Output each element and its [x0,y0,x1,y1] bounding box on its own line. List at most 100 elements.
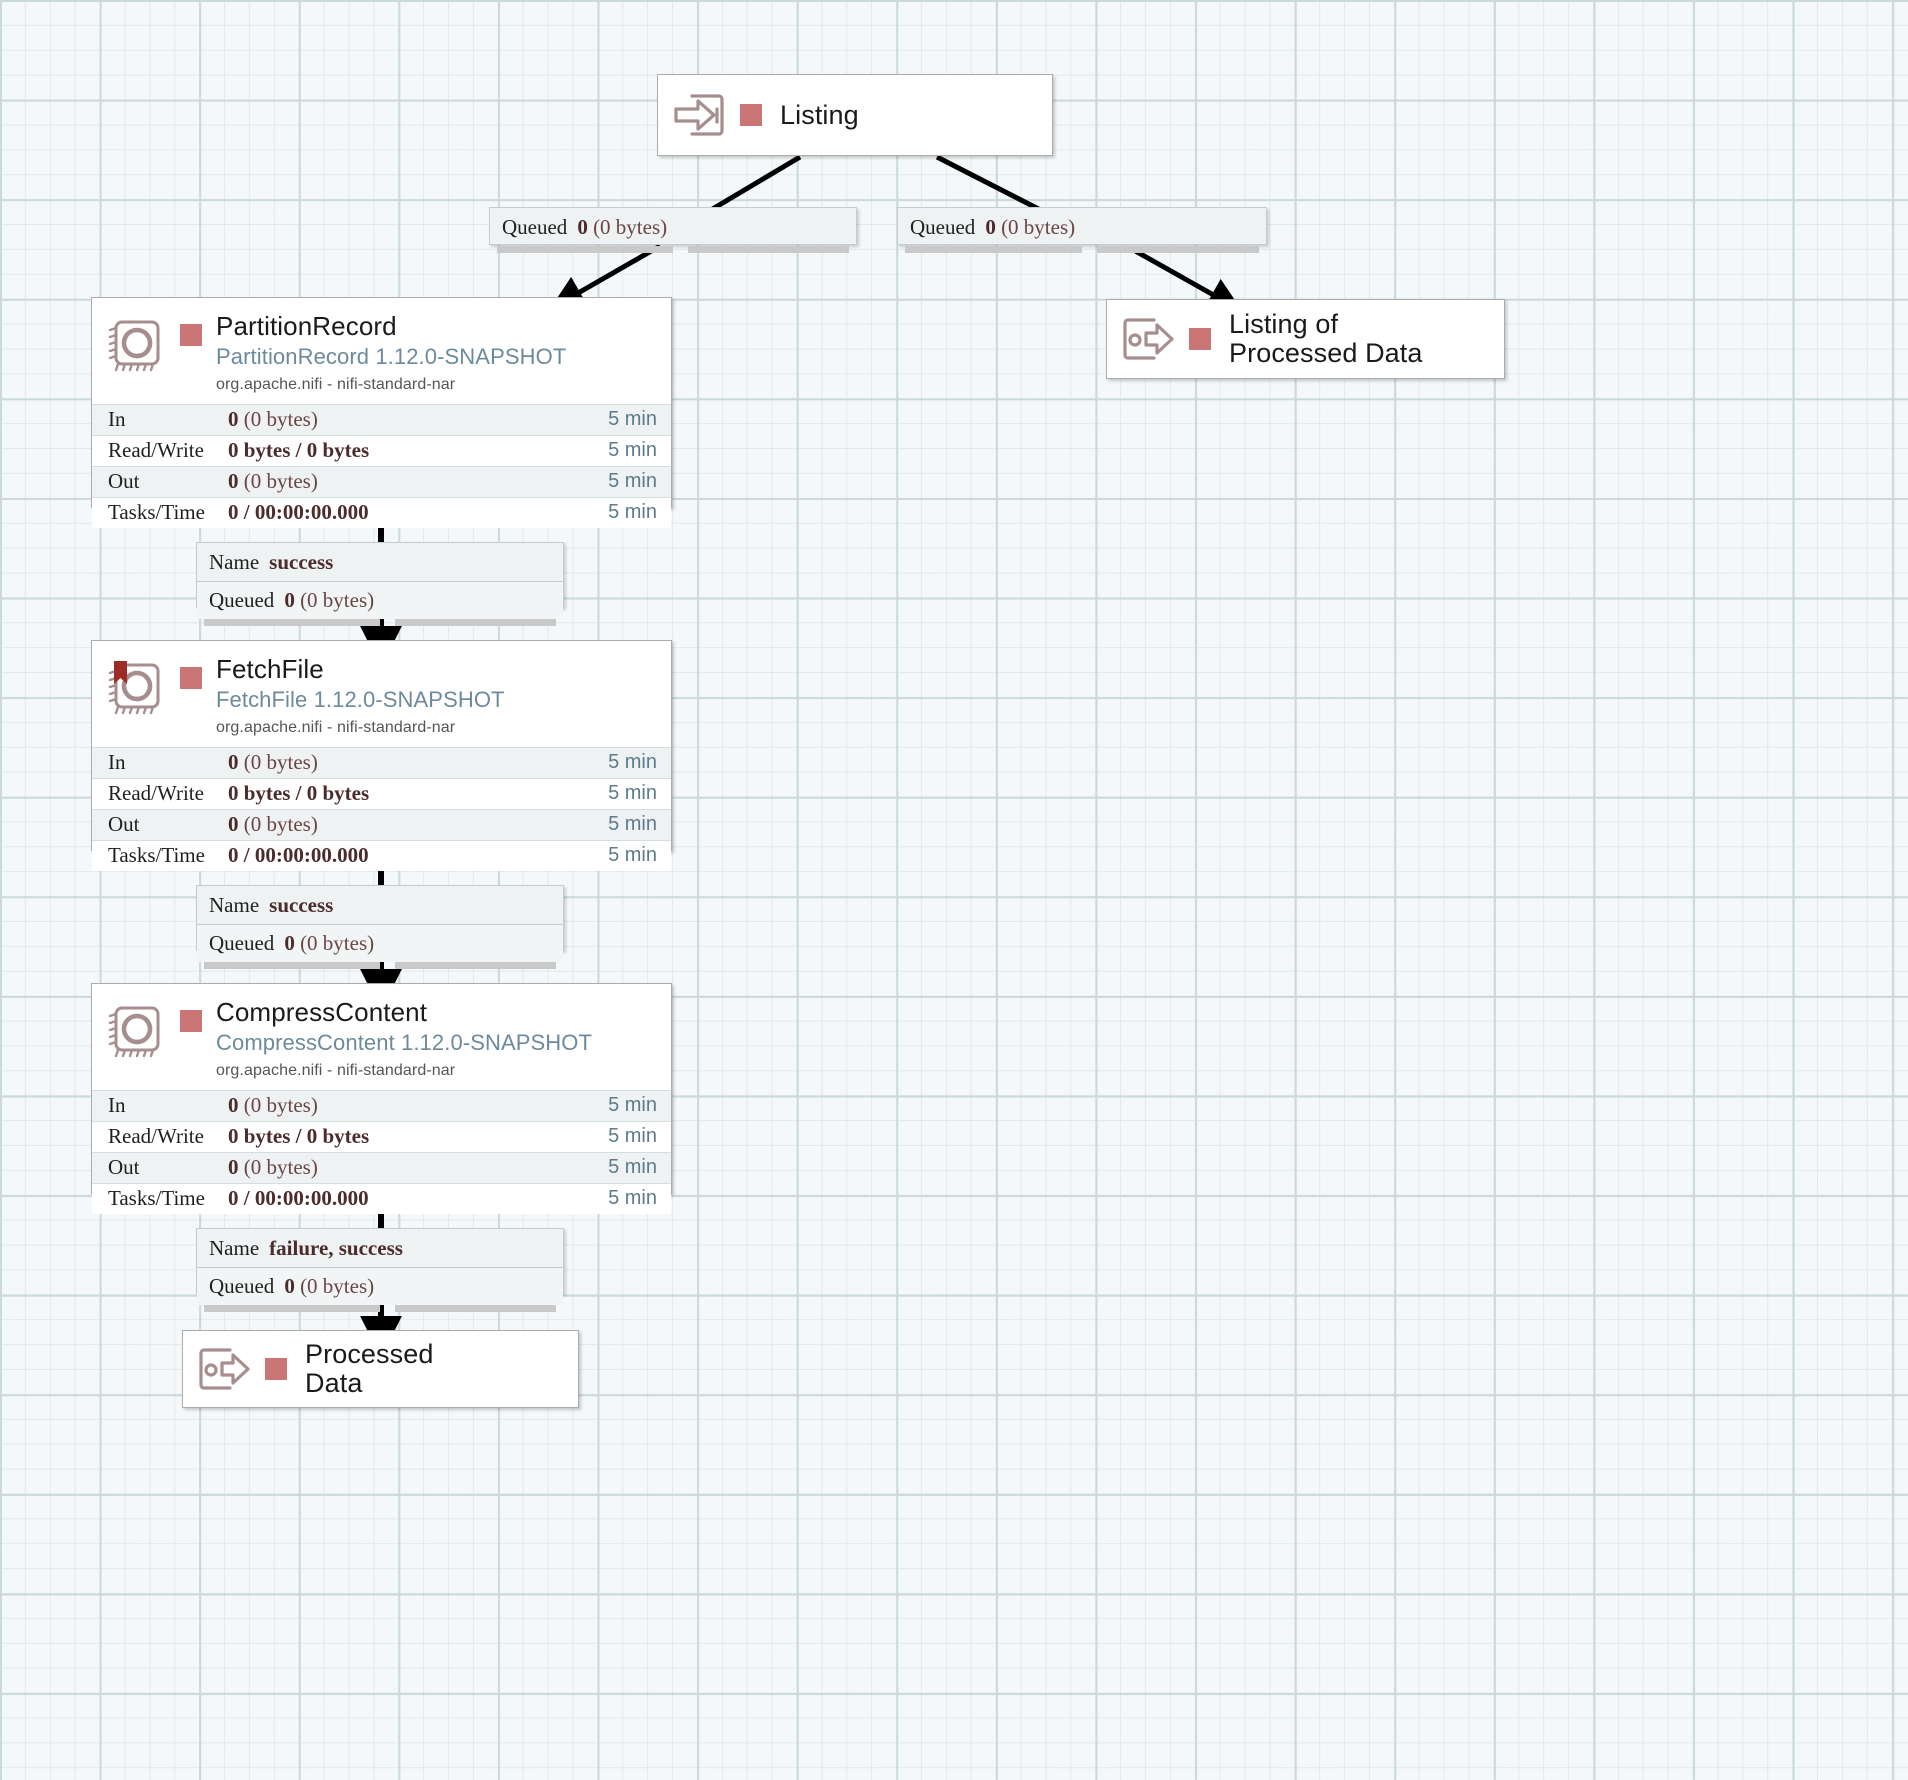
connection-queue-gauges [490,246,856,257]
processor-restricted-icon [108,659,166,717]
stat-value-detail: (0 bytes) [243,407,318,432]
connection-name-value: success [269,893,333,918]
stat-label: In [108,750,126,775]
stat-value-main: 0 bytes / 0 bytes [228,438,370,463]
stat-value-detail: (0 bytes) [243,812,318,837]
stat-value: 0 bytes / 0 bytes [228,438,608,463]
connection-size-gauge [394,1305,556,1312]
stat-value: 0 (0 bytes) [228,469,608,494]
run-status-indicator [1189,328,1211,350]
connection-queued-key: Queued [209,588,275,612]
processor-bundle: org.apache.nifi - nifi-standard-nar [216,375,456,393]
stat-value-main: 0 / 00:00:00.000 [228,500,369,525]
output-port-processed-data[interactable]: Processed Data [182,1330,579,1408]
stat-value-detail: (0 bytes) [243,1093,318,1118]
run-status-indicator [180,324,202,346]
connection-name-key: Name [209,1235,260,1260]
connection-size-gauge [687,246,849,253]
connection-name-key: Name [209,892,260,917]
run-status-indicator [180,667,202,689]
run-status-indicator [740,104,762,126]
connection-queued-key: Queued [209,931,275,955]
stat-value: 0 bytes / 0 bytes [228,1124,608,1149]
connection-relationship-names: success [269,892,334,917]
connection-queue-gauges [197,1305,563,1316]
output-port-icon [197,1343,251,1395]
connection-count-gauge [905,246,1082,253]
stat-value: 0 / 00:00:00.000 [228,500,608,525]
stat-value-detail: (0 bytes) [243,1155,318,1180]
connection-queued-value: 0 (0 bytes) [284,931,374,956]
stat-time-window: 5 min [608,1094,657,1117]
connection-queue-gauges [898,246,1266,257]
stat-value-detail: (0 bytes) [243,750,318,775]
stat-value: 0 / 00:00:00.000 [228,843,608,868]
connection-queued-size: (0 bytes) [1001,214,1076,239]
processor-icon [108,316,166,374]
stat-value-main: 0 bytes / 0 bytes [228,1124,370,1149]
processor-name: PartitionRecord [216,311,397,341]
run-status-indicator [265,1358,287,1380]
stat-time-window: 5 min [608,782,657,805]
stat-value-detail: (0 bytes) [243,469,318,494]
processor-bundle: org.apache.nifi - nifi-standard-nar [216,718,456,736]
connection-name-row: Name failure, success [197,1229,563,1267]
connection-count-gauge [497,246,673,253]
stat-value: 0 (0 bytes) [228,812,608,837]
stat-value-main: 0 [228,469,239,494]
input-port-label: Listing [780,99,859,130]
connection-label-listing-to-listing-of-processed-data[interactable]: Queued 0 (0 bytes) [897,207,1267,253]
connection-queued-size: (0 bytes) [300,588,375,612]
stat-time-window: 5 min [608,1125,657,1148]
connection-count-gauge [204,619,380,626]
connection-name-key: Name [209,549,260,574]
connection-count-gauge [204,1305,380,1312]
output-port-listing-of-processed-data[interactable]: Listing of Processed Data [1106,299,1505,379]
stat-label: Read/Write [108,1124,204,1149]
connection-queued-count: 0 [985,214,996,239]
stat-label: Read/Write [108,781,204,806]
connection-count-gauge [204,962,380,969]
connection-queued-size: (0 bytes) [593,214,668,239]
connection-name-value: failure, success [269,1236,403,1261]
stat-label: Tasks/Time [108,843,205,868]
input-port-icon [672,89,726,141]
connection-queue-gauges [197,619,563,630]
connection-queued-value: 0 (0 bytes) [284,1274,374,1299]
connection-queued-count: 0 [284,931,295,955]
connection-size-gauge [394,962,556,969]
input-port-listing[interactable]: Listing [657,74,1053,156]
stat-value: 0 (0 bytes) [228,1155,608,1180]
stat-label: In [108,1093,126,1118]
stat-time-window: 5 min [608,751,657,774]
processor-icon [108,1002,166,1060]
output-port-label: Listing of Processed Data [1229,309,1423,368]
processor-type: CompressContent 1.12.0-SNAPSHOT [216,1030,593,1056]
stat-value: 0 (0 bytes) [228,407,608,432]
connection-queued-key: Queued [910,214,976,239]
connection-queued-row: Queued 0 (0 bytes) [898,208,1266,246]
stat-time-window: 5 min [608,1187,657,1210]
